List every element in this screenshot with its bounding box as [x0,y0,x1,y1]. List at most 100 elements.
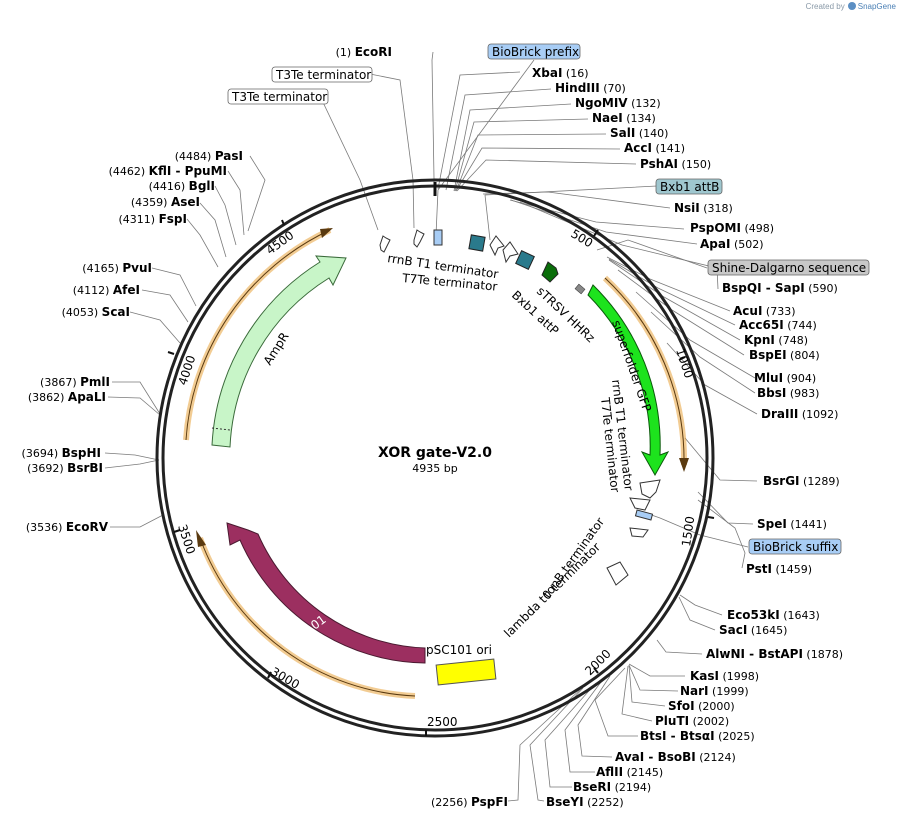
enzyme-position: (1289) [803,475,840,488]
enzyme-label: NarI (1999) [680,684,749,698]
enzyme-label: ApaI (502) [700,237,764,251]
credit-prefix: Created by [805,2,845,11]
enzyme-name: BsrGI [763,474,800,488]
enzyme-position: (4462) [109,165,146,178]
enzyme-label: XbaI (16) [532,66,589,80]
enzyme-position: (140) [639,127,669,140]
feature-rep101 [226,522,426,664]
enzyme-name: EcoRI [355,45,392,59]
enzyme-position: (3862) [28,391,65,404]
enzyme-position: (744) [787,319,817,332]
enzyme-name: PluTI [655,714,689,728]
enzyme-label: BspQI - SapI (590) [722,281,838,295]
enzyme-name: NaeI [592,111,623,125]
enzyme-position: (904) [787,372,817,385]
enzyme-label: AccI (141) [624,141,685,155]
enzyme-label: DraIII (1092) [761,407,838,421]
tick-2500: 2500 [427,715,458,729]
feature-rrnb-t1-a [489,235,505,257]
enzyme-label: BtsI - BtsαI (2025) [640,729,755,743]
enzyme-position: (502) [734,238,764,251]
enzyme-position: (590) [808,282,838,295]
enzyme-label: NgoMIV (132) [575,96,661,110]
feature-box [227,88,329,105]
enzyme-name: BtsI - BtsαI [640,729,715,743]
position-ticks [167,219,715,736]
enzyme-name: PstI [746,562,772,576]
enzyme-position: (4165) [82,262,119,275]
feature-shine-dalgarno [541,261,559,283]
enzyme-name: ScaI [102,305,130,319]
enzyme-label: (3862) ApaLI [28,390,106,404]
enzyme-name: Eco53kI [727,608,780,622]
enzyme-label: AflII (2145) [596,765,663,779]
feature-t7te-b [629,497,651,511]
enzyme-name: AcuI [733,304,762,318]
enzyme-position: (150) [682,158,712,171]
tick-500: 500 [568,227,595,251]
enzyme-position: (1998) [723,670,760,683]
enzyme-label: (4359) AseI [131,195,200,209]
enzyme-name: EcoRV [66,520,109,534]
enzyme-label: (3536) EcoRV [26,520,109,534]
tick-1500: 1500 [679,515,697,547]
enzyme-label: SfoI (2000) [668,699,735,713]
feature-box-label: Shine-Dalgarno sequence [712,261,866,275]
enzyme-label: (1) EcoRI [336,45,392,59]
enzyme-position: (748) [778,334,808,347]
enzyme-position: (4311) [119,213,156,226]
enzyme-position: (1999) [712,685,749,698]
feature-box-label: Bxb1 attB [660,180,719,194]
enzyme-name: DraIII [761,407,798,421]
enzyme-position: (3536) [26,521,63,534]
enzyme-name: BspHI [62,446,101,460]
enzyme-position: (2252) [587,796,624,809]
feature-sfgfp [587,284,670,477]
enzyme-position: (2000) [698,700,735,713]
feature-bxb1-attp [515,250,535,270]
feature-ampr [211,255,347,448]
enzyme-name: BbsI [757,386,786,400]
orf-arcs [183,227,689,699]
enzyme-name: KasI [690,669,719,683]
enzyme-name: BspEI [749,348,787,362]
orf-arrow-rep101 [196,530,206,547]
enzyme-label: NaeI (134) [592,111,656,125]
enzyme-label: (4484) PasI [175,149,243,163]
enzyme-name: AccI [624,141,652,155]
enzyme-label: PluTI (2002) [655,714,729,728]
enzyme-position: (1441) [790,518,827,531]
enzyme-label: (4416) BglI [149,179,215,193]
enzyme-label: Acc65I (744) [739,318,817,332]
enzyme-position: (1645) [751,624,788,637]
feature-box-label: BioBrick suffix [753,540,838,554]
enzyme-position: (2194) [615,781,652,794]
enzyme-label: (3694) BspHI [22,446,101,460]
enzyme-name: ApaI [700,237,730,251]
enzyme-position: (1643) [783,609,820,622]
enzyme-name: AflII [596,765,623,779]
feature-box-label: T3Te terminator [275,68,371,82]
enzyme-name: AvaI - BsoBI [615,750,696,764]
enzyme-name: BglI [189,179,215,193]
enzyme-name: KpnI [744,333,775,347]
enzyme-name: NarI [680,684,709,698]
enzyme-label: KasI (1998) [690,669,759,683]
enzyme-name: SfoI [668,699,695,713]
enzyme-name: MluI [754,371,783,385]
feature-bxb1-attb [468,234,486,252]
feature-biobrick-suffix [634,509,654,521]
enzyme-position: (3867) [40,376,77,389]
enzyme-position: (141) [655,142,685,155]
feature-box [748,538,842,555]
enzyme-position: (2025) [718,730,755,743]
enzyme-name: FspI [159,212,187,226]
enzyme-label: BseRI (2194) [573,780,651,794]
feature-box-label: BioBrick prefix [492,45,579,59]
enzyme-label: SacI (1645) [719,623,787,637]
enzyme-label: Eco53kI (1643) [727,608,820,622]
enzyme-position: (1878) [806,648,843,661]
enzyme-position: (733) [766,305,796,318]
